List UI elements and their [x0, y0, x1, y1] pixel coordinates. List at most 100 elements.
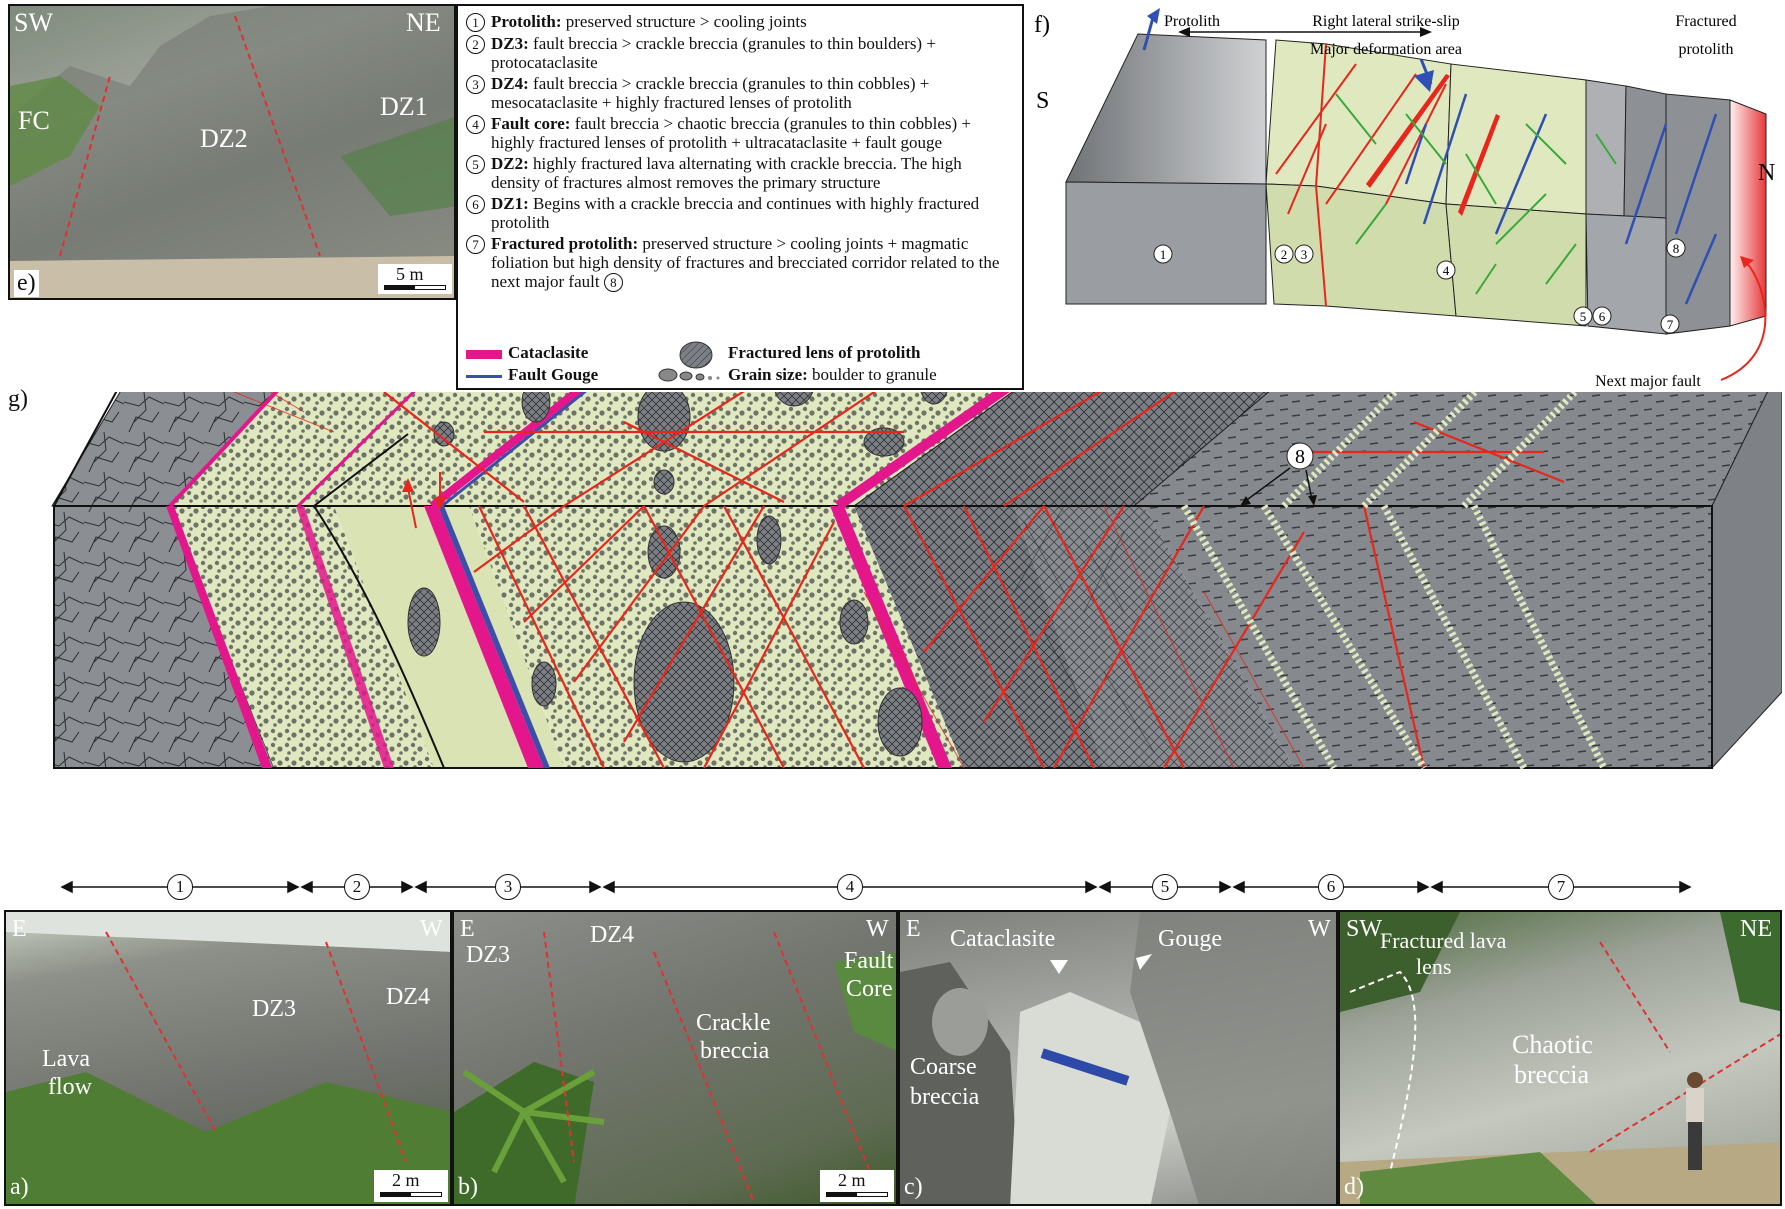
- zone-number: 3: [495, 874, 521, 900]
- f-num-6: 6: [1599, 309, 1606, 324]
- zone-number: 1: [167, 874, 193, 900]
- label-next-fault: Next major fault: [1595, 373, 1701, 390]
- direction-e: E: [460, 916, 475, 942]
- legend-term: Fault core:: [491, 114, 571, 133]
- grain-size-term: Grain size:: [728, 365, 808, 384]
- label-flow: flow: [48, 1074, 92, 1100]
- zone-arrowhead: [1417, 880, 1430, 894]
- direction-w: W: [866, 916, 889, 942]
- zone-arrowhead: [1219, 880, 1232, 894]
- label-fc: FC: [18, 106, 50, 135]
- label-dz1: DZ1: [380, 92, 428, 121]
- f-num-7: 7: [1667, 317, 1674, 332]
- panel-g-diagram: 8: [51, 331, 1783, 894]
- grain-size-text: boulder to granule: [807, 365, 937, 384]
- outcrop-photo-e: [10, 6, 454, 298]
- label-dz3: DZ3: [252, 996, 296, 1022]
- direction-ne: NE: [1740, 916, 1772, 942]
- cataclasite-label: Cataclasite: [508, 343, 589, 362]
- label-coarse: Coarse: [910, 1054, 977, 1080]
- zone-arrowhead: [1098, 880, 1111, 894]
- label-dz4: DZ4: [386, 984, 430, 1010]
- legend-description: fault breccia > crackle breccia (granule…: [491, 74, 930, 112]
- zone-arrowhead: [300, 880, 313, 894]
- g-label-8: 8: [1295, 446, 1305, 468]
- f-num-2: 2: [1281, 247, 1288, 262]
- label-s: S: [1036, 88, 1049, 114]
- panel-f-zone-numbers: 1 2 3 4 5 6 7 8: [1153, 238, 1686, 334]
- label-major-area: Major deformation area: [1310, 41, 1462, 58]
- direction-e: E: [906, 916, 921, 942]
- lens-swatch-icon: [679, 341, 713, 369]
- legend-term: Protolith:: [491, 12, 562, 31]
- label-breccia: breccia: [700, 1038, 770, 1064]
- legend-number: 3: [466, 75, 485, 94]
- legend-description: fault breccia > crackle breccia (granule…: [491, 34, 936, 72]
- legend-term: DZ3:: [491, 34, 529, 53]
- legend-symbols: Cataclasite Fault Gouge Fractured lens o…: [466, 341, 1016, 387]
- outcrop-photo-d: [1340, 912, 1780, 1204]
- label-crackle: Crackle: [696, 1010, 771, 1036]
- photo-panel-a: E W DZ3 DZ4 Lava flow 2 m a): [4, 910, 452, 1206]
- scale-bar: 5 m: [378, 264, 452, 294]
- label-fractured-lava: Fractured lava: [1380, 928, 1507, 953]
- cataclasite-swatch: [466, 349, 502, 359]
- label-fractured-protolith: protolith: [1678, 41, 1733, 58]
- label-lens: lens: [1416, 954, 1452, 979]
- legend-lens-label: Fractured lens of protolith: [728, 343, 921, 362]
- zone-arrowhead: [602, 880, 615, 894]
- zone-number: 2: [344, 874, 370, 900]
- panel-letter-b: b): [458, 1174, 478, 1200]
- legend-item: 4 Fault core: fault breccia > chaotic bre…: [466, 114, 1014, 152]
- f-num-3: 3: [1301, 247, 1308, 262]
- f-num-1: 1: [1160, 247, 1167, 262]
- legend-term: DZ1:: [491, 194, 529, 213]
- f-num-5: 5: [1580, 309, 1587, 324]
- grain-size-icon: [658, 368, 720, 382]
- direction-w: W: [1308, 916, 1331, 942]
- legend-number: 7: [466, 235, 485, 254]
- label-breccia: breccia: [910, 1084, 980, 1110]
- panel-letter-g: g): [8, 386, 28, 412]
- legend-grain-size: Grain size: boulder to granule: [728, 365, 937, 385]
- legend-item: 3 DZ4: fault breccia > crackle breccia (g…: [466, 74, 1014, 112]
- zone-arrowhead: [287, 880, 300, 894]
- label-chaotic: Chaotic: [1512, 1030, 1593, 1059]
- block-diagram-f: 1 2 3 4 5 6 7 8 f) Protolith Right later…: [1026, 4, 1782, 390]
- scale-bar: 2 m: [820, 1170, 894, 1202]
- scale-bar: 2 m: [374, 1170, 448, 1202]
- zone-number: 7: [1548, 874, 1574, 900]
- label-dz2: DZ2: [200, 124, 248, 153]
- photo-panel-e: SW NE FC DZ2 DZ1 5 m e): [8, 4, 456, 300]
- f-num-8: 8: [1673, 241, 1680, 256]
- label-n: N: [1758, 160, 1775, 186]
- zone-arrowhead: [60, 880, 73, 894]
- label-strike-slip: Right lateral strike-slip: [1312, 13, 1460, 30]
- direction-sw: SW: [1346, 916, 1382, 942]
- legend-description: fault breccia > chaotic breccia (granule…: [491, 114, 972, 152]
- legend-term: DZ4:: [491, 74, 529, 93]
- panel-letter-c: c): [904, 1174, 923, 1200]
- legend-description: highly fractured lava alternating with c…: [491, 154, 962, 192]
- scale-label: 5 m: [396, 264, 424, 284]
- photo-panel-b: E W DZ3 DZ4 Crackle breccia Fault Core 2…: [452, 910, 898, 1206]
- arrow-markers: [1050, 954, 1152, 974]
- legend-number: 4: [466, 115, 485, 134]
- label-dz4: DZ4: [590, 922, 634, 948]
- label-fractured: Fractured: [1675, 13, 1736, 30]
- direction-e: E: [12, 916, 27, 942]
- outcrop-photo-c: [900, 912, 1336, 1204]
- direction-w: W: [420, 916, 443, 942]
- legend-cataclasite: Cataclasite: [466, 343, 588, 363]
- scale-label: 2 m: [838, 1170, 866, 1190]
- zone-arrowhead: [414, 880, 427, 894]
- gouge-label: Fault Gouge: [508, 365, 599, 384]
- legend-number: 5: [466, 155, 485, 174]
- outcrop-photo-a: [6, 912, 450, 1204]
- zone-arrowhead: [401, 880, 414, 894]
- label-lava: Lava: [42, 1046, 90, 1072]
